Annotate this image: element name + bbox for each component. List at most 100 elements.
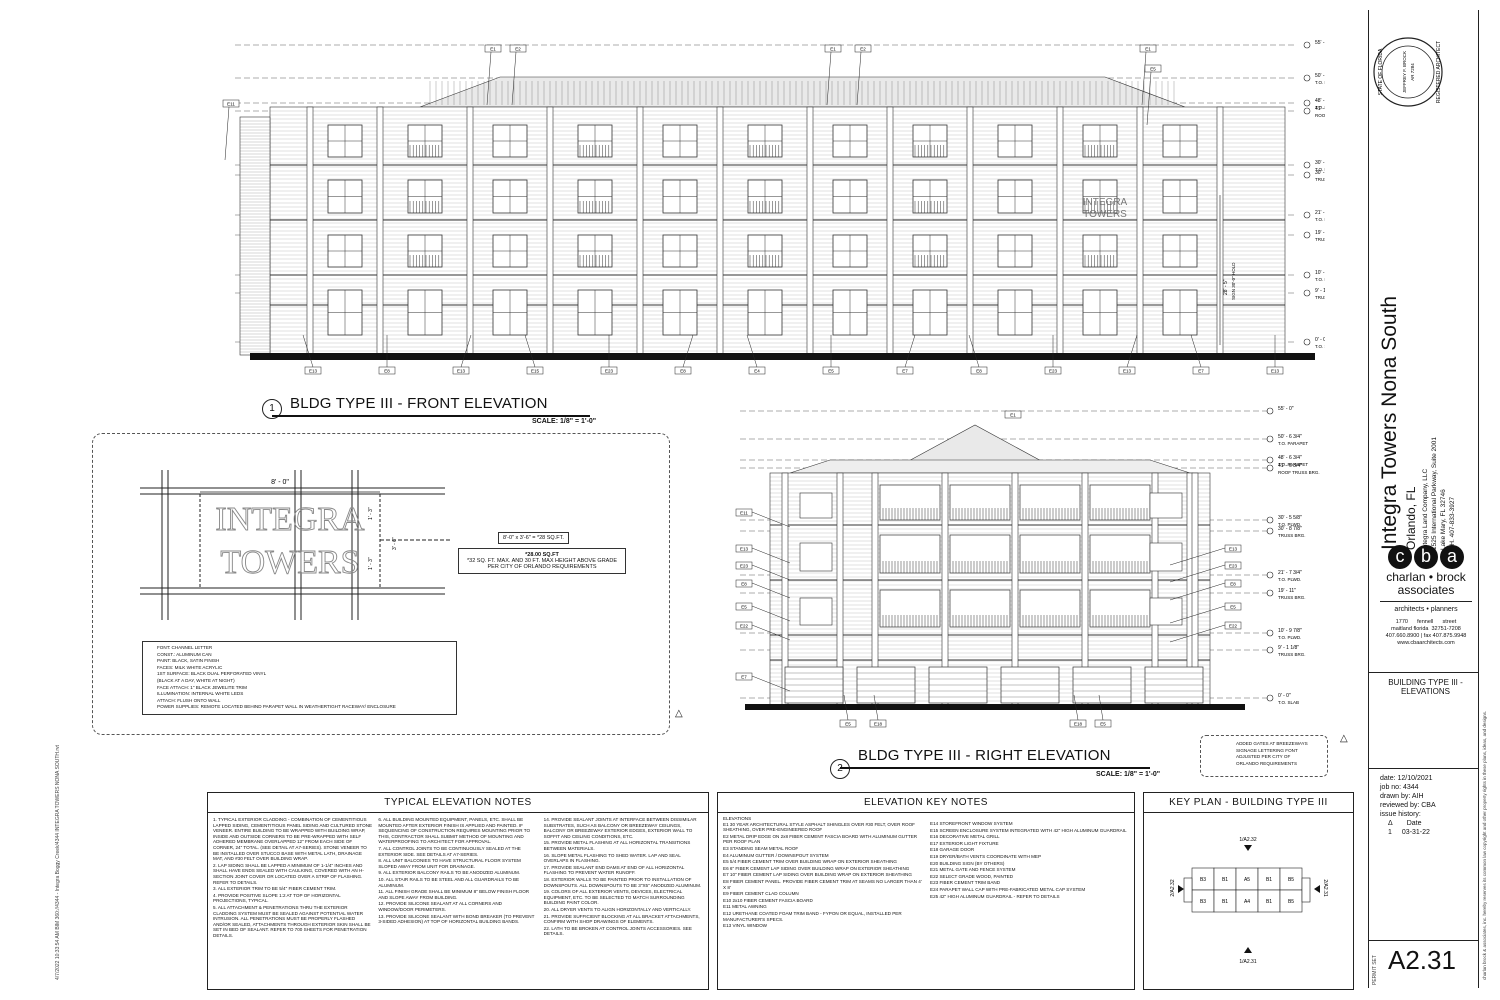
seal-text-4: AR 7284 xyxy=(1410,63,1415,81)
revision-note-line: SIGNAGE LETTERING FONT xyxy=(1236,747,1298,753)
sheet-info: date: 12/10/2021 job no: 4344 drawn by: … xyxy=(1380,774,1436,837)
key-note: E20 BUILDING SIGN (BY OTHERS) xyxy=(930,860,1005,866)
pilaster xyxy=(886,106,894,356)
keynote-tag: E1 xyxy=(1145,47,1151,52)
owner-line: 1525 International Parkway, Suite 2001 xyxy=(1431,437,1438,550)
level-elevation: 30' - 8 7/8" xyxy=(1278,526,1302,532)
key-note: E24 PARAPET WALL CAP WITH PRE-FABRICATED… xyxy=(930,886,1086,892)
keynote-tag-box xyxy=(509,44,527,53)
keynote-tag-box xyxy=(1224,602,1242,611)
unit-label: A4 xyxy=(1244,899,1250,905)
level-marker xyxy=(1303,41,1311,49)
seal-text-1: STATE OF FLORIDA xyxy=(1378,48,1384,95)
unit-label: B3 xyxy=(1200,899,1206,905)
keynote-tag-box xyxy=(735,602,753,611)
key-plan-ref-right: 2/A2.31 xyxy=(1322,879,1328,896)
revision-cloud xyxy=(92,433,670,735)
stair-tower xyxy=(239,116,271,356)
sign-spec-item: CONST.: ALUMINUM CAN xyxy=(157,651,212,657)
file-path-note: 4/7/2022 10:33:54 AM BIM 360://4344 - In… xyxy=(55,745,61,980)
key-note: E16 DECORATIVE METAL GRILL xyxy=(930,834,1000,840)
level-elevation: 41' - 6 3/4" xyxy=(1315,106,1325,112)
divider-2 xyxy=(1368,768,1478,769)
level-name: TRUSS BRG. xyxy=(1278,533,1306,538)
level-marker xyxy=(1266,646,1274,654)
sheet-date: date: 12/10/2021 xyxy=(1380,775,1433,782)
key-plan-ref-left: 2/A2.32 xyxy=(1170,879,1176,896)
key-note: E15 SCREEN ENCLOSURE SYSTEM INTEGRATED W… xyxy=(930,827,1127,833)
keynote-tag: E18 xyxy=(1074,722,1083,727)
level-marker xyxy=(1266,516,1274,524)
roof xyxy=(419,76,1186,108)
level-name: TRUSS BRG. xyxy=(1315,177,1325,182)
right-elevation-scale: SCALE: 1/8" = 1'-0" xyxy=(1096,771,1161,778)
typical-note: 11. ALL FINISH GRADE SHALL BE MINIMUM 8"… xyxy=(378,889,530,900)
front-elevation-title: BLDG TYPE III - FRONT ELEVATION xyxy=(290,395,548,412)
keynote-tag-box xyxy=(1139,44,1157,53)
keynote-tag-box xyxy=(735,508,753,517)
keynote-tag: E2 xyxy=(515,47,521,52)
keynote-leader xyxy=(751,547,791,564)
typical-notes-box: TYPICAL ELEVATION NOTES 1. TYPICAL EXTER… xyxy=(207,792,709,990)
level-elevation: 48' - 6 3/4" xyxy=(1278,455,1302,461)
keynote-leader xyxy=(486,51,492,106)
issue-number: 1 xyxy=(1388,829,1392,836)
window xyxy=(1149,542,1183,572)
sign-spec-item: ILLUMINATION: INTERNAL WHITE LEDS xyxy=(157,691,244,697)
seal-text-3: JEFFREY F. BROCK xyxy=(1402,51,1407,93)
window xyxy=(1149,492,1183,519)
level-marker xyxy=(1266,589,1274,597)
key-note: E10 2x10 FIBER CEMENT FASCIA BOARD xyxy=(723,897,813,903)
logo-letter-a: a xyxy=(1440,545,1464,569)
typical-note: 1. TYPICAL EXTERIOR CLADDING - COMBINATI… xyxy=(213,817,373,862)
keynote-tag: E18 xyxy=(874,722,883,727)
typical-notes-col1: 1. TYPICAL EXTERIOR CLADDING - COMBINATI… xyxy=(213,817,372,939)
level-elevation: 10' - 9 7/8" xyxy=(1278,628,1302,634)
stair-outline xyxy=(1183,877,1193,903)
sign-height-dim-2: 1' - 3" xyxy=(368,557,374,570)
level-marker xyxy=(1266,435,1274,443)
level-elevation: 0' - 0" xyxy=(1278,693,1291,699)
title-underline-2 xyxy=(840,767,1150,769)
unit-label: B1 xyxy=(1222,877,1228,883)
key-note: E3 STANDING SEAM METAL ROOF xyxy=(723,845,799,851)
keynote-tag-box xyxy=(1144,64,1162,73)
revision-note-line: ORLANDO REQUIREMENTS xyxy=(1236,760,1298,766)
key-notes-header: ELEVATIONS xyxy=(723,816,752,821)
firm-logo-block: c b a charlan • brock associates archite… xyxy=(1380,545,1472,647)
stair-outline xyxy=(1301,877,1311,903)
typical-note: 16. SLOPE METAL FLASHING TO SHED WATER. … xyxy=(543,852,681,864)
typical-note: 12. PROVIDE SILICONE SEALANT AT ALL CORN… xyxy=(378,901,502,912)
keynote-tag: E13 xyxy=(1229,547,1238,552)
owner-line: Lake Mary, FL 32746 xyxy=(1440,489,1447,550)
keynote-leader xyxy=(1190,334,1202,368)
seal-text-2: REGISTERED ARCHITECT xyxy=(1436,41,1442,103)
key-plan-ref-bottom: 1/A2.31 xyxy=(1239,959,1256,965)
copyright-note: charlan brock & associates, inc. hereby … xyxy=(1482,710,1487,980)
level-marker xyxy=(1303,171,1311,179)
level-name: TRUSS BRG. xyxy=(1315,295,1325,300)
sign-spec-item: ATTACH: FLUSH ONTO WALL xyxy=(157,697,221,703)
view-arrow-bottom xyxy=(1244,947,1252,953)
sheet-reviewed-by: reviewed by: CBA xyxy=(1380,802,1436,809)
keynote-leader xyxy=(1169,564,1226,583)
typical-note: 5. ALL ATTACHMENT & PENETRATIONS THRU TH… xyxy=(213,904,371,938)
typical-note: 15. PROVIDE METAL FLASHING AT ALL HORIZO… xyxy=(543,840,691,851)
sign-spec-item: PAINT: BLACK, SATIN FINISH xyxy=(157,658,220,664)
sign-letters-line2: TOWERS xyxy=(220,544,359,581)
level-marker xyxy=(1303,107,1311,115)
level-elevation: 19' - 11" xyxy=(1315,230,1325,236)
level-elevation: 30' - 5 5/8" xyxy=(1278,515,1302,521)
typical-notes-title: TYPICAL ELEVATION NOTES xyxy=(208,793,708,813)
keynote-leader xyxy=(1169,582,1226,601)
keynote-leader xyxy=(904,334,916,368)
keynote-tag: E23 xyxy=(740,564,749,569)
ground-slab xyxy=(745,704,1245,710)
keynote-tag-box xyxy=(1224,544,1242,553)
pilaster xyxy=(636,106,644,356)
typical-note: 18. EXTERIOR WALLS TO BE PAINTED PRIOR T… xyxy=(543,876,702,888)
level-name: T.O. PLWD. xyxy=(1315,167,1325,172)
